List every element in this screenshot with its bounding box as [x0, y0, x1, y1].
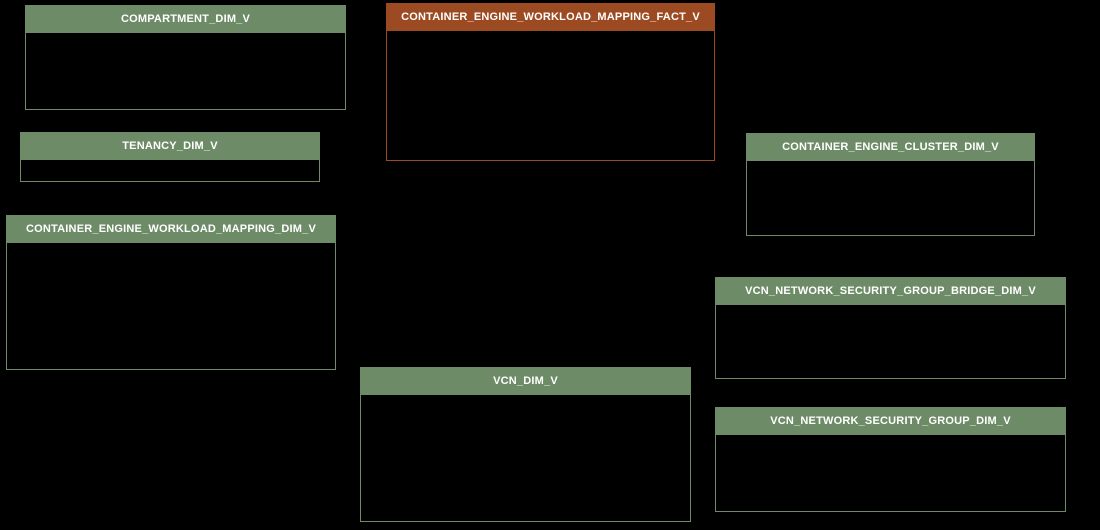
entity-body-container-engine-cluster-dim-v [747, 160, 1034, 235]
entity-body-container-engine-workload-mapping-fact-v [387, 30, 714, 160]
entity-title-container-engine-cluster-dim-v: CONTAINER_ENGINE_CLUSTER_DIM_V [747, 134, 1034, 160]
entity-body-container-engine-workload-mapping-dim-v [7, 242, 335, 369]
entity-title-container-engine-workload-mapping-fact-v: CONTAINER_ENGINE_WORKLOAD_MAPPING_FACT_V [387, 4, 714, 30]
entity-body-vcn-dim-v [361, 394, 690, 521]
entity-vcn-network-security-group-dim-v[interactable]: VCN_NETWORK_SECURITY_GROUP_DIM_V [715, 407, 1066, 512]
entity-title-tenancy-dim-v: TENANCY_DIM_V [21, 133, 319, 159]
entity-container-engine-workload-mapping-fact-v[interactable]: CONTAINER_ENGINE_WORKLOAD_MAPPING_FACT_V [386, 3, 715, 161]
entity-body-vcn-network-security-group-bridge-dim-v [716, 304, 1065, 378]
entity-title-vcn-network-security-group-bridge-dim-v: VCN_NETWORK_SECURITY_GROUP_BRIDGE_DIM_V [716, 278, 1065, 304]
entity-body-tenancy-dim-v [21, 159, 319, 181]
entity-title-compartment-dim-v: COMPARTMENT_DIM_V [26, 6, 345, 32]
entity-title-vcn-dim-v: VCN_DIM_V [361, 368, 690, 394]
entity-title-vcn-network-security-group-dim-v: VCN_NETWORK_SECURITY_GROUP_DIM_V [716, 408, 1065, 434]
entity-tenancy-dim-v[interactable]: TENANCY_DIM_V [20, 132, 320, 182]
entity-body-vcn-network-security-group-dim-v [716, 434, 1065, 511]
entity-body-compartment-dim-v [26, 32, 345, 109]
entity-vcn-dim-v[interactable]: VCN_DIM_V [360, 367, 691, 522]
entity-title-container-engine-workload-mapping-dim-v: CONTAINER_ENGINE_WORKLOAD_MAPPING_DIM_V [7, 216, 335, 242]
entity-container-engine-workload-mapping-dim-v[interactable]: CONTAINER_ENGINE_WORKLOAD_MAPPING_DIM_V [6, 215, 336, 370]
entity-vcn-network-security-group-bridge-dim-v[interactable]: VCN_NETWORK_SECURITY_GROUP_BRIDGE_DIM_V [715, 277, 1066, 379]
entity-container-engine-cluster-dim-v[interactable]: CONTAINER_ENGINE_CLUSTER_DIM_V [746, 133, 1035, 236]
entity-compartment-dim-v[interactable]: COMPARTMENT_DIM_V [25, 5, 346, 110]
